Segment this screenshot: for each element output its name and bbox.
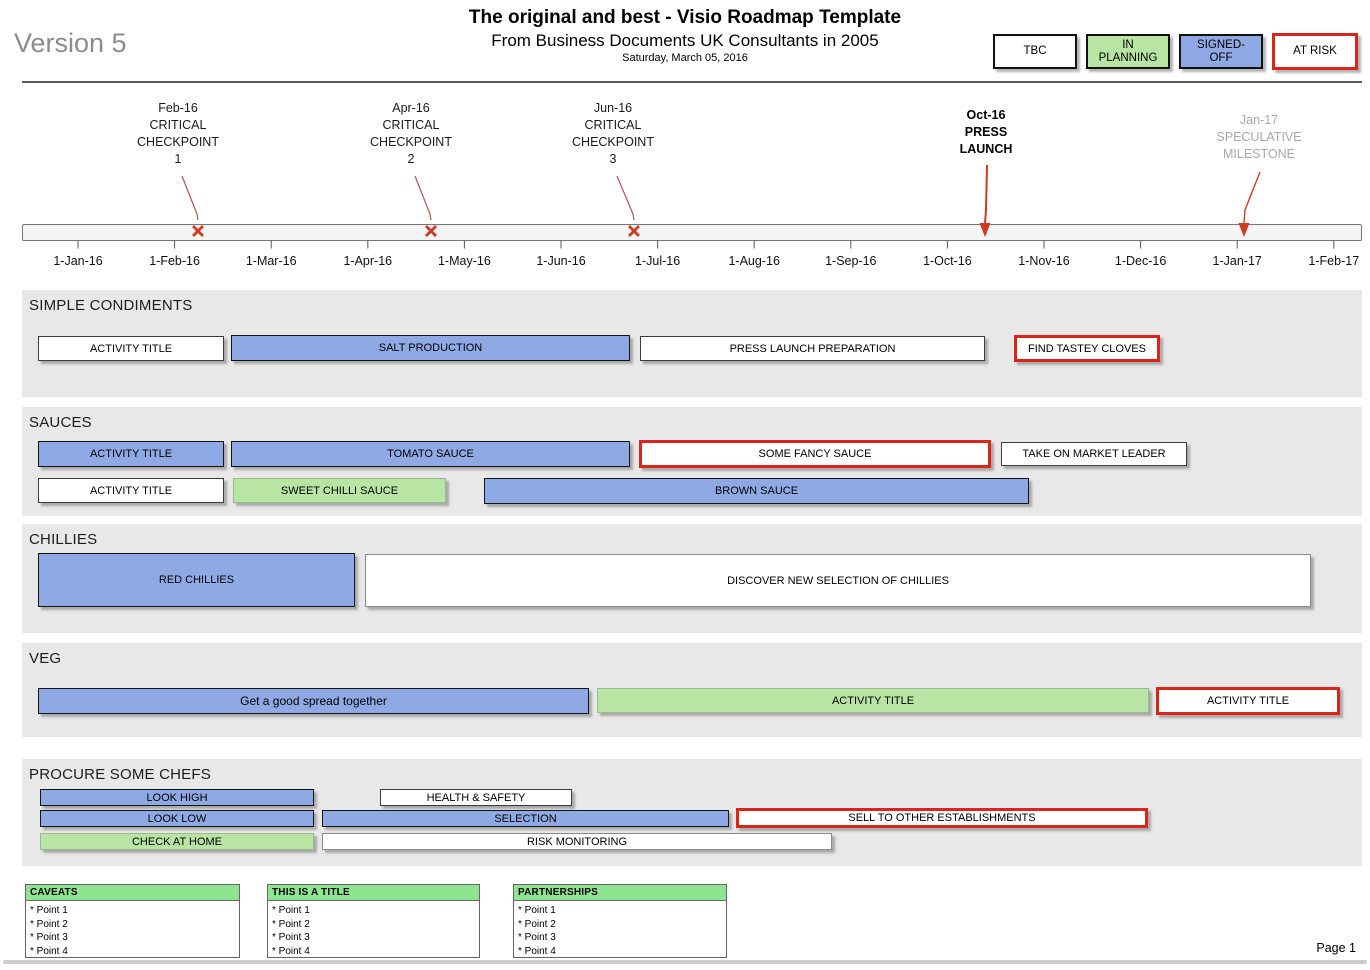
axis-month-label: 1-Dec-16 <box>1114 254 1167 268</box>
page-title: The original and best - Visio Roadmap Te… <box>468 7 902 28</box>
activity-bar[interactable]: SOME FANCY SAUCE <box>639 440 991 468</box>
activity-bar[interactable]: PRESS LAUNCH PREPARATION <box>640 336 985 361</box>
legend-item-tbc[interactable]: TBC <box>993 34 1077 69</box>
legend-item-in-planning[interactable]: IN PLANNING <box>1086 34 1170 69</box>
milestone-label[interactable]: Feb-16 CRITICAL CHECKPOINT 1 <box>137 101 219 166</box>
axis-month-label: 1-Sep-16 <box>825 254 877 268</box>
axis-month-label: 1-Jan-17 <box>1212 254 1262 268</box>
note-point: * Point 3 <box>272 932 310 943</box>
activity-bar[interactable]: FIND TASTEY CLOVES <box>1014 335 1160 362</box>
activity-bar[interactable]: ACTIVITY TITLE <box>1156 687 1340 715</box>
activity-bar[interactable]: HEALTH & SAFETY <box>380 789 572 806</box>
activity-bar[interactable]: SALT PRODUCTION <box>231 335 630 361</box>
lane-title: CHILLIES <box>29 531 98 548</box>
note-point: * Point 1 <box>518 905 556 916</box>
note-points: * Point 1 * Point 2 * Point 3 * Point 4 <box>26 901 239 958</box>
activity-bar[interactable]: TAKE ON MARKET LEADER <box>1001 442 1187 466</box>
axis-month-label: 1-Apr-16 <box>343 254 393 268</box>
activity-bar[interactable]: RISK MONITORING <box>322 833 832 850</box>
axis-month-label: 1-Aug-16 <box>728 254 780 268</box>
note-point: * Point 1 <box>272 905 310 916</box>
version-label: Version 5 <box>14 28 127 58</box>
milestone-arrow-line <box>984 164 988 224</box>
note-point: * Point 4 <box>272 945 310 957</box>
activity-bar[interactable]: BROWN SAUCE <box>484 478 1029 504</box>
activity-bar[interactable]: TOMATO SAUCE <box>231 441 630 467</box>
activity-bar[interactable]: ACTIVITY TITLE <box>38 441 224 467</box>
axis-month-label: 1-Oct-16 <box>923 254 972 268</box>
activity-bar[interactable]: DISCOVER NEW SELECTION OF CHILLIES <box>365 554 1311 607</box>
axis-month-label: 1-May-16 <box>437 254 491 268</box>
milestone-label[interactable]: Jan-17 SPECULATIVE MILESTONE <box>1216 113 1302 161</box>
note-point: * Point 2 <box>518 918 556 930</box>
activity-bar[interactable]: Get a good spread together <box>38 688 589 714</box>
axis-month-label: 1-Feb-17 <box>1308 254 1360 268</box>
note-box-partnerships[interactable]: PARTNERSHIPS* Point 1* Point 2* Point 3*… <box>513 884 727 958</box>
activity-bar[interactable]: LOOK HIGH <box>40 789 314 806</box>
axis-month-label: 1-Jun-16 <box>536 254 586 268</box>
note-points: * Point 1 * Point 2 * Point 3 * Point 4 <box>514 901 726 958</box>
activity-bar[interactable]: ACTIVITY TITLE <box>597 688 1149 713</box>
lane-title: VEG <box>29 650 62 667</box>
note-box-this-is-a-title[interactable]: THIS IS A TITLE* Point 1* Point 2* Point… <box>267 884 480 958</box>
lane-title: SAUCES <box>29 414 92 431</box>
activity-bar[interactable]: ACTIVITY TITLE <box>38 336 224 361</box>
lane-title: PROCURE SOME CHEFS <box>29 766 211 783</box>
activity-bar[interactable]: SWEET CHILLI SAUCE <box>233 478 446 503</box>
activity-bar[interactable]: SELL TO OTHER ESTABLISHMENTS <box>736 808 1148 828</box>
axis-month-label: 1-Feb-16 <box>149 254 200 268</box>
page-number: Page 1 <box>1316 941 1356 955</box>
milestone-label[interactable]: Oct-16 PRESS LAUNCH <box>959 108 1013 156</box>
milestone-leader-line <box>616 175 635 221</box>
note-point: * Point 4 <box>518 945 556 957</box>
note-point: * Point 3 <box>30 932 68 943</box>
activity-bar[interactable]: SELECTION <box>322 810 729 827</box>
milestone-label[interactable]: Jun-16 CRITICAL CHECKPOINT 3 <box>572 101 654 166</box>
activity-bar[interactable]: ACTIVITY TITLE <box>38 478 224 503</box>
milestone-leader-line <box>181 175 199 221</box>
status-legend: TBC IN PLANNING SIGNED- OFF AT RISK <box>993 33 1358 70</box>
note-points: * Point 1 * Point 2 * Point 3 * Point 4 <box>268 901 479 958</box>
note-box-caveats[interactable]: CAVEATS* Point 1* Point 2* Point 3* Poin… <box>25 884 240 958</box>
legend-item-at-risk[interactable]: AT RISK <box>1272 33 1358 70</box>
axis-month-label: 1-Jul-16 <box>635 254 681 268</box>
milestone-label[interactable]: Apr-16 CRITICAL CHECKPOINT 2 <box>370 101 452 166</box>
note-point: * Point 2 <box>272 918 310 930</box>
page-bottom-divider <box>3 960 1367 964</box>
note-point: * Point 2 <box>30 918 68 930</box>
note-title: PARTNERSHIPS <box>514 885 726 901</box>
note-title: THIS IS A TITLE <box>268 885 479 901</box>
axis-month-label: 1-Nov-16 <box>1018 254 1070 268</box>
legend-item-signed-off[interactable]: SIGNED- OFF <box>1179 34 1263 69</box>
lane-title: SIMPLE CONDIMENTS <box>29 297 193 314</box>
axis-month-label: 1-Mar-16 <box>245 254 297 268</box>
activity-bar[interactable]: RED CHILLIES <box>38 553 355 607</box>
header-divider <box>22 81 1362 83</box>
milestone-leader-line <box>414 175 432 221</box>
milestone-arrow-line <box>1243 171 1261 224</box>
note-point: * Point 1 <box>30 905 68 916</box>
activity-bar[interactable]: LOOK LOW <box>40 810 314 827</box>
note-title: CAVEATS <box>26 885 239 901</box>
timeline-bar <box>22 224 1362 241</box>
note-point: * Point 4 <box>30 945 68 957</box>
axis-month-label: 1-Jan-16 <box>53 254 103 268</box>
note-point: * Point 3 <box>518 932 556 943</box>
activity-bar[interactable]: CHECK AT HOME <box>40 833 314 850</box>
